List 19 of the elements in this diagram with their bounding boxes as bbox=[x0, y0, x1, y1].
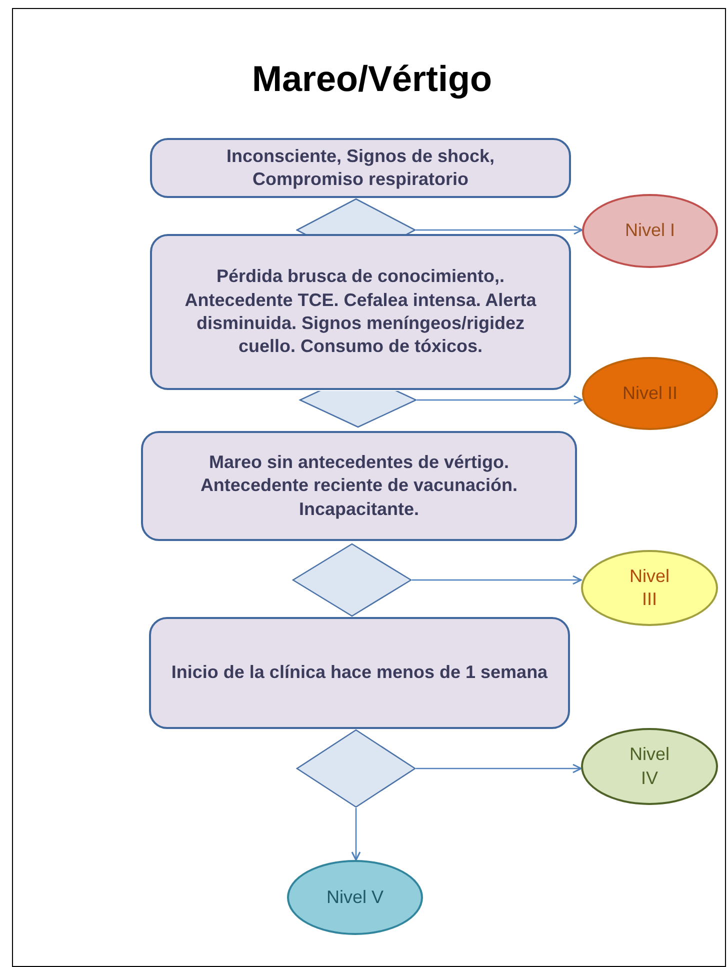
level-label: Nivel IV bbox=[628, 743, 670, 790]
process-box bbox=[150, 234, 571, 390]
title: Mareo/Vértigo bbox=[250, 57, 494, 101]
level-label: Nivel I bbox=[624, 219, 675, 242]
process-box bbox=[150, 138, 571, 198]
level-label: Nivel V bbox=[326, 886, 384, 909]
process-text: Pérdida brusca de conocimiento,. Antecedente TCE. Cefalea intensa. Alerta disminuida. Signos meníngeos/rigidez cuello. Consumo de tóxicos. bbox=[184, 265, 538, 358]
process-box bbox=[141, 431, 577, 541]
process-text: Inicio de la clínica hace menos de 1 semana bbox=[171, 661, 548, 684]
level-label: Nivel III bbox=[628, 564, 670, 611]
arrow bbox=[416, 225, 583, 235]
arrow bbox=[351, 808, 361, 861]
arrow bbox=[417, 395, 583, 405]
process-text: Mareo sin antecedentes de vértigo. Antecedente reciente de vacunación. Incapacitante. bbox=[199, 450, 519, 521]
arrow bbox=[416, 764, 582, 774]
process-text: Inconsciente, Signos de shock, Compromiso respiratorio bbox=[225, 144, 496, 191]
arrow bbox=[412, 575, 582, 585]
level-label: Nivel II bbox=[622, 382, 678, 405]
process-box bbox=[149, 617, 570, 729]
